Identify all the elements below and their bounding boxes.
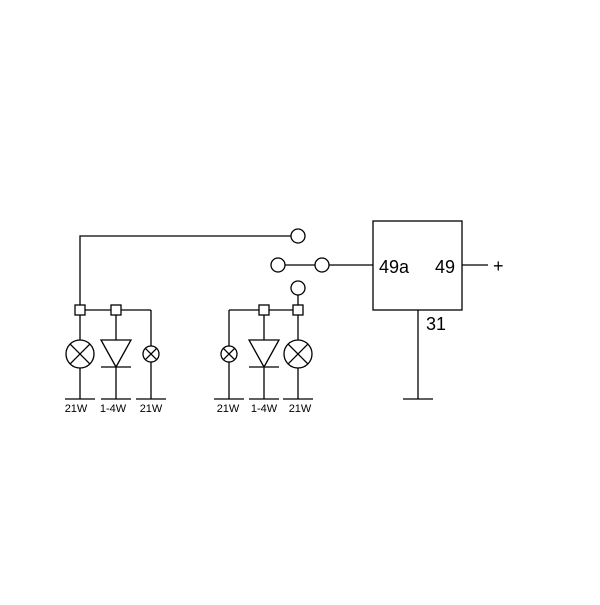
right-indicator-diode-icon bbox=[247, 339, 281, 369]
left-terminal-2 bbox=[110, 304, 122, 316]
right-terminal-2 bbox=[292, 304, 304, 316]
left-indicator-diode-icon bbox=[99, 339, 133, 369]
right-lamp2-rating: 21W bbox=[289, 403, 312, 415]
right-lamp1-icon bbox=[220, 345, 238, 363]
terminal-31-label: 31 bbox=[426, 314, 446, 334]
right-lamp2-icon bbox=[283, 339, 313, 369]
right-terminal-1 bbox=[258, 304, 270, 316]
switch-pivot-contact bbox=[270, 257, 286, 273]
switch-right-contact bbox=[290, 280, 306, 296]
left-lamp2-rating: 21W bbox=[140, 403, 163, 415]
terminal-49-label: 49 bbox=[435, 257, 455, 277]
left-lamp1-icon bbox=[65, 339, 95, 369]
right-indicator-rating: 1-4W bbox=[251, 403, 278, 415]
right-lamp1-rating: 21W bbox=[217, 403, 240, 415]
switch-left-contact bbox=[290, 228, 306, 244]
switch-common-contact bbox=[314, 257, 330, 273]
left-indicator-rating: 1-4W bbox=[100, 403, 127, 415]
left-lamp1-rating: 21W bbox=[65, 403, 88, 415]
left-terminal-1 bbox=[74, 304, 86, 316]
left-feed-wire bbox=[79, 235, 291, 305]
supply-plus-label: + bbox=[493, 256, 504, 276]
left-lamp2-icon bbox=[142, 345, 160, 363]
terminal-49a-label: 49a bbox=[379, 257, 410, 277]
